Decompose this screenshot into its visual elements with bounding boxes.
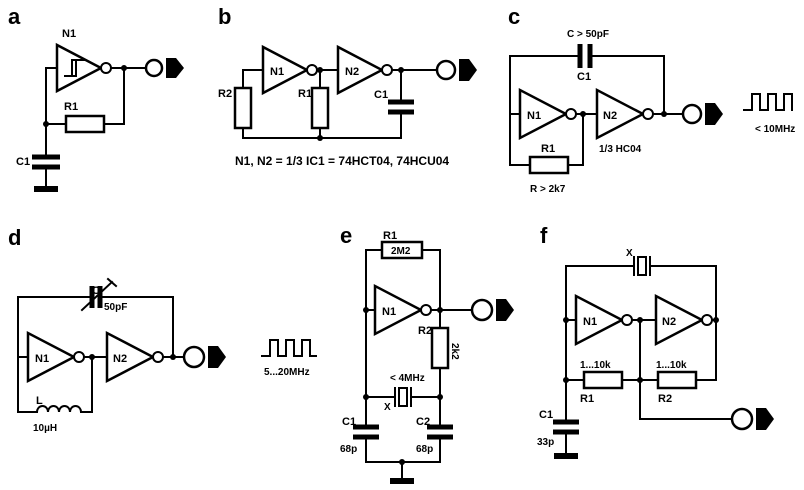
label-c-n1: N1 <box>527 110 541 122</box>
resistor-r1 <box>582 370 624 390</box>
ic-label: 1/3 HC04 <box>599 144 642 155</box>
freq-label: < 4MHz <box>390 373 425 384</box>
output-terminal <box>435 59 457 81</box>
label-b-n2: N2 <box>345 66 359 78</box>
ic-note: N1, N2 = 1/3 IC1 = 74HCT04, 74HCU04 <box>235 154 449 168</box>
label-e-c2: C2 <box>416 416 430 428</box>
r1-range: 1...10k <box>580 360 611 371</box>
label-b-n1: N1 <box>270 66 284 78</box>
inverter-n1 <box>518 87 569 141</box>
inverter-n1 <box>574 293 625 347</box>
label-a-c1: C1 <box>16 156 30 168</box>
square-wave-icon <box>261 339 317 357</box>
label-f-r1: R1 <box>580 393 594 405</box>
c2-value: 68p <box>416 444 433 455</box>
c1-value: 33p <box>537 437 554 448</box>
label-b-c1: C1 <box>374 89 388 101</box>
output-arrow-icon <box>756 408 774 430</box>
label-f-x: X <box>626 248 633 259</box>
panel-d: d C 50pF N1 N2 L 10µH 5...20MHz <box>8 225 317 434</box>
output-arrow-icon <box>705 103 723 125</box>
resistor-r1 <box>528 155 570 175</box>
l-value: 10µH <box>33 423 57 434</box>
panel-f-letter: f <box>540 223 548 248</box>
label-d-l: L <box>36 395 43 407</box>
output-terminal <box>681 103 703 125</box>
panel-d-letter: d <box>8 225 21 250</box>
r1-value: R > 2k7 <box>530 184 566 195</box>
label-b-r1: R1 <box>298 88 312 100</box>
panel-c-letter: c <box>508 4 520 29</box>
r2-value: 2k2 <box>449 343 460 360</box>
inductor-l <box>35 405 83 414</box>
resistor-r2 <box>656 370 698 390</box>
label-e-c1: C1 <box>342 416 356 428</box>
label-f-c1: C1 <box>539 409 553 421</box>
label-d-c: C <box>92 285 100 297</box>
output-terminal <box>144 58 164 78</box>
resistor-r1 <box>64 114 106 134</box>
r1-value: 2M2 <box>391 246 411 257</box>
trimmer-arrow-icon <box>80 280 114 312</box>
c1-value: 68p <box>340 444 357 455</box>
inverter-n1 <box>26 330 77 384</box>
output-arrow-icon <box>496 299 514 321</box>
panel-b: b N1 N2 R2 R1 C1 N1, N2 = 1/3 IC1 = 74HC… <box>218 4 477 168</box>
c1-value: C > 50pF <box>567 29 609 40</box>
label-e-n1: N1 <box>382 306 396 318</box>
output-arrow-icon <box>459 59 477 81</box>
panel-a-letter: a <box>8 4 21 29</box>
label-e-r2: R2 <box>418 325 432 337</box>
label-e-r1: R1 <box>383 230 397 242</box>
schmitt-inverter-n1 <box>55 42 104 94</box>
label-d-n1: N1 <box>35 353 49 365</box>
schmitt-symbol-icon <box>64 59 85 77</box>
resistor-r1 <box>380 240 424 260</box>
label-e-x: X <box>384 402 391 413</box>
label-f-r2: R2 <box>658 393 672 405</box>
r2-range: 1...10k <box>656 360 687 371</box>
resistor-r2 <box>233 86 253 130</box>
resistor-r2 <box>430 326 450 370</box>
panel-e: e R1 2M2 N1 R2 2k2 < 4MHz X <box>340 223 514 484</box>
output-terminal <box>470 298 494 322</box>
label-d-n2: N2 <box>113 353 127 365</box>
inverter-n1 <box>373 283 424 337</box>
inverter-bubble <box>100 62 112 74</box>
label-c-n2: N2 <box>603 110 617 122</box>
panel-b-letter: b <box>218 4 231 29</box>
output-terminal <box>182 345 206 369</box>
label-f-n1: N1 <box>583 316 597 328</box>
resistor-r1 <box>310 86 330 130</box>
c-value: 50pF <box>104 302 127 313</box>
label-c-r1: R1 <box>541 143 555 155</box>
output-arrow-icon <box>208 346 226 368</box>
label-f-n2: N2 <box>662 316 676 328</box>
output-arrow-icon <box>166 58 184 78</box>
freq-label: 5...20MHz <box>264 367 310 378</box>
panel-a: a N1 R1 C1 <box>8 4 184 192</box>
label-b-r2: R2 <box>218 88 232 100</box>
output-terminal <box>730 407 754 431</box>
freq-label: < 10MHz <box>755 124 795 135</box>
label-a-r1: R1 <box>64 101 78 113</box>
label-a-n1: N1 <box>62 28 76 40</box>
panel-f: f X N1 N2 1...10k R1 1...10k R2 <box>537 223 774 459</box>
panel-e-letter: e <box>340 223 352 248</box>
label-c-c1: C1 <box>577 71 591 83</box>
panel-c: c C > 50pF C1 N1 N2 R1 R > 2k7 1/3 HC04 … <box>508 4 795 195</box>
square-wave-icon <box>743 93 793 111</box>
